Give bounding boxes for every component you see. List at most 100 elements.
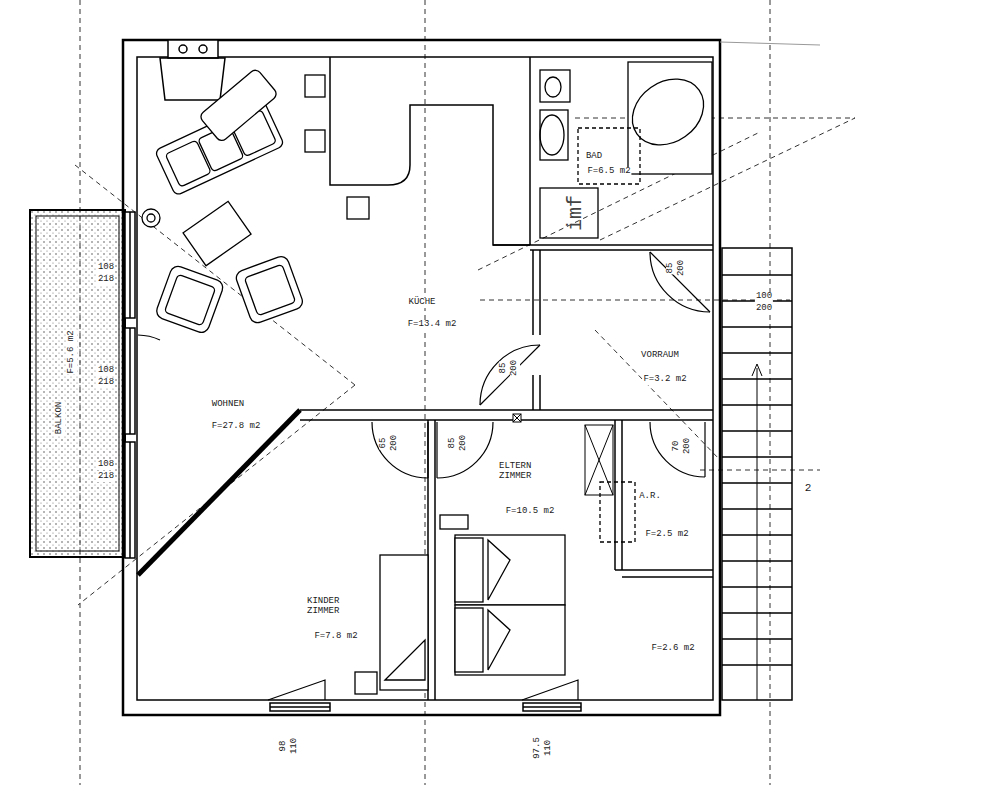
windows xyxy=(129,328,131,434)
windows xyxy=(523,703,581,711)
shaft xyxy=(513,414,521,422)
bath-fixtures xyxy=(545,77,561,97)
dimension: 97.5 xyxy=(533,736,543,760)
interior-walls xyxy=(614,420,616,570)
door-swings xyxy=(650,252,710,312)
windows xyxy=(129,212,131,318)
bedroom-furniture xyxy=(455,538,483,602)
room-area: F=7.8 m2 xyxy=(313,632,358,642)
interior-walls xyxy=(615,569,713,571)
dimension: 218 xyxy=(97,472,115,482)
door-swings xyxy=(704,422,705,477)
windows xyxy=(270,706,330,708)
living-furniture xyxy=(305,130,325,152)
bedroom-furniture xyxy=(455,605,565,675)
dimension: 85 xyxy=(499,362,509,375)
windows xyxy=(125,212,581,711)
living-furniture xyxy=(305,75,325,97)
stairs xyxy=(722,274,792,276)
dimension: 200 xyxy=(677,259,687,277)
interior-walls xyxy=(532,250,534,335)
dimension: 200 xyxy=(755,304,773,314)
dimension: 108 xyxy=(97,460,115,470)
windows xyxy=(270,703,330,711)
room-name: A.R. xyxy=(638,492,662,502)
windows xyxy=(129,442,131,558)
stairs xyxy=(722,248,792,700)
windows xyxy=(125,212,135,318)
shaft xyxy=(513,414,521,422)
bedroom-furniture xyxy=(355,482,635,694)
shaft xyxy=(513,414,521,422)
dashed-guides xyxy=(595,330,720,460)
dimension: 98 xyxy=(279,740,289,753)
chimney xyxy=(160,58,225,100)
door-swings xyxy=(437,422,493,478)
dimension: 218 xyxy=(97,378,115,388)
door-swings xyxy=(480,345,540,405)
interior-walls xyxy=(621,420,623,570)
dimension: 200 xyxy=(683,437,693,455)
dimension: 218 xyxy=(97,275,115,285)
outer-walls xyxy=(720,42,820,45)
living-furniture xyxy=(183,201,251,265)
stairs xyxy=(722,326,792,328)
room-area: F=3.2 m2 xyxy=(642,375,687,385)
bedroom-furniture xyxy=(455,608,483,672)
room-area: F=6.5 m2 xyxy=(586,167,631,177)
door-swings xyxy=(650,422,705,477)
living-furniture xyxy=(234,254,304,324)
living-furniture xyxy=(347,197,369,219)
dimension: 85 xyxy=(666,262,676,275)
room-name: BAD xyxy=(585,152,603,162)
door-swings xyxy=(480,345,540,405)
room-area: F=10.5 m2 xyxy=(505,507,556,517)
room-name: KINDER ZIMMER xyxy=(306,597,354,617)
room-area: F=2.5 m2 xyxy=(644,530,689,540)
interior-walls xyxy=(622,576,713,578)
door-swings xyxy=(138,252,710,700)
room-area: F=27.8 m2 xyxy=(211,422,262,432)
bedroom-furniture xyxy=(380,555,428,690)
diagonal-wall xyxy=(138,410,300,575)
logo-mark: imf xyxy=(565,194,587,232)
room-area: F=5.6 m2 xyxy=(67,329,77,374)
interior-walls xyxy=(532,375,534,410)
dashed-guides xyxy=(770,0,771,785)
living-furniture xyxy=(183,201,251,265)
chimney xyxy=(199,45,207,53)
living-furniture xyxy=(244,264,295,315)
stairs xyxy=(722,352,792,354)
dashed-guides xyxy=(75,0,855,785)
living-furniture xyxy=(142,68,369,335)
dimension: 200 xyxy=(510,359,520,377)
section-marker: 2 xyxy=(804,482,813,494)
dimension: 108 xyxy=(97,366,115,376)
room-name: WOHNEN xyxy=(211,400,245,410)
door-swings xyxy=(650,252,710,312)
interior-walls xyxy=(330,57,530,245)
bedroom-furniture xyxy=(488,540,510,600)
bath-fixtures xyxy=(540,115,564,155)
room-area: F=13.4 m2 xyxy=(407,320,458,330)
living-furniture xyxy=(164,274,215,325)
chimney xyxy=(168,40,218,58)
room-name: KÜCHE xyxy=(407,298,436,308)
outer-walls xyxy=(137,57,713,700)
shaft xyxy=(585,425,613,495)
living-furniture xyxy=(147,214,155,222)
windows xyxy=(125,442,135,558)
outer-walls xyxy=(123,40,720,715)
interior-walls xyxy=(300,57,713,700)
interior-walls xyxy=(530,249,713,251)
dimension: 100 xyxy=(755,292,773,302)
balcony xyxy=(30,210,125,557)
interior-walls xyxy=(300,409,713,411)
bath-fixtures xyxy=(540,62,716,238)
dimension: 65 xyxy=(379,437,389,450)
living-furniture xyxy=(234,254,304,324)
bedroom-furniture xyxy=(600,482,635,542)
room-name: ELTERN ZIMMER xyxy=(498,462,546,482)
bath-fixtures xyxy=(540,188,598,238)
